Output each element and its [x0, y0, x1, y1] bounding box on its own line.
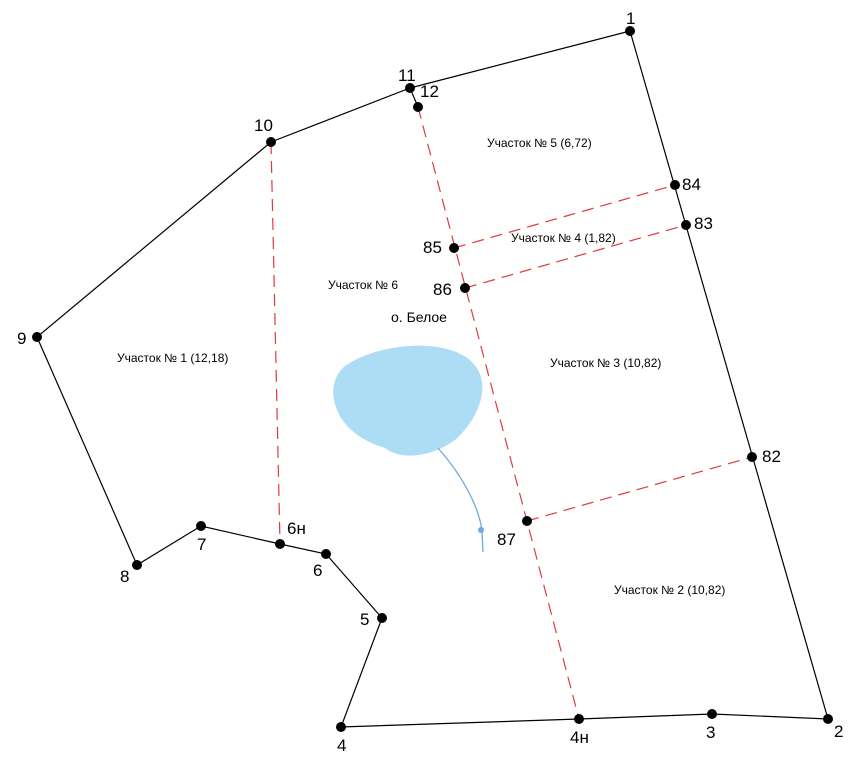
point-label-11: 11 — [398, 66, 416, 85]
plot-label-1: Участок № 1 (12,18) — [117, 351, 228, 365]
point-label-6: 6 — [313, 561, 322, 580]
plot-labels: Участок № 1 (12,18) Участок № 2 (10,82) … — [117, 136, 725, 597]
point-label-10: 10 — [254, 116, 273, 135]
point-label-6n: 6н — [287, 519, 306, 538]
point-label-85: 85 — [423, 238, 442, 257]
division-line-85-84 — [453, 184, 676, 249]
point-4n — [574, 714, 584, 724]
point-3 — [707, 709, 717, 719]
point-label-86: 86 — [433, 280, 452, 299]
point-6 — [321, 549, 331, 559]
plot-label-3: Участок № 3 (10,82) — [550, 356, 661, 370]
point-label-5: 5 — [360, 610, 369, 629]
lake-label: о. Белое — [391, 309, 447, 325]
point-2 — [823, 714, 833, 724]
division-lines — [270, 106, 753, 720]
plot-label-4: Участок № 4 (1,82) — [511, 231, 616, 245]
point-label-7: 7 — [197, 535, 206, 554]
lake — [333, 345, 483, 456]
stream-source-marker — [478, 527, 484, 533]
point-84 — [670, 180, 680, 190]
point-4 — [336, 722, 346, 732]
point-10 — [266, 137, 276, 147]
point-11 — [405, 83, 415, 93]
point-labels: 1 2 3 4н 4 5 6 6н 7 8 9 10 11 12 84 83 8… — [17, 9, 843, 755]
division-line-10-6n — [270, 141, 281, 545]
division-line-12-4n — [417, 106, 580, 720]
survey-points — [32, 26, 833, 732]
plot-label-6: Участок № 6 — [328, 278, 398, 292]
point-label-1: 1 — [626, 9, 635, 28]
point-8 — [132, 560, 142, 570]
division-line-86-83 — [464, 224, 687, 289]
point-label-2: 2 — [834, 722, 843, 741]
point-86 — [460, 283, 470, 293]
point-label-4n: 4н — [570, 728, 589, 747]
division-line-87-82 — [526, 456, 753, 522]
point-label-9: 9 — [17, 329, 26, 348]
point-12 — [413, 102, 423, 112]
point-6n — [275, 539, 285, 549]
point-82 — [747, 452, 757, 462]
point-label-4: 4 — [337, 736, 346, 755]
plot-label-2: Участок № 2 (10,82) — [614, 583, 725, 597]
point-label-87: 87 — [497, 530, 516, 549]
point-87 — [522, 516, 532, 526]
point-label-84: 84 — [682, 175, 701, 194]
point-label-83: 83 — [694, 214, 713, 233]
point-5 — [377, 613, 387, 623]
stream — [437, 447, 484, 553]
point-label-8: 8 — [120, 567, 129, 586]
point-label-3: 3 — [706, 723, 715, 742]
point-1 — [625, 26, 635, 36]
point-9 — [32, 332, 42, 342]
point-85 — [449, 243, 459, 253]
point-7 — [196, 521, 206, 531]
point-label-12: 12 — [420, 82, 439, 101]
plot-label-5: Участок № 5 (6,72) — [487, 136, 592, 150]
point-label-82: 82 — [762, 447, 781, 466]
point-83 — [681, 220, 691, 230]
